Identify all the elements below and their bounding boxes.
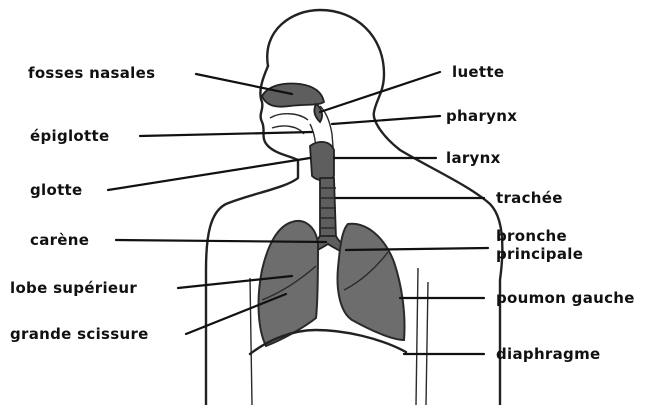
label-trachee: trachée	[496, 190, 563, 207]
label-larynx: larynx	[446, 150, 501, 167]
leader-luette	[320, 72, 440, 112]
label-carene: carène	[30, 232, 89, 249]
label-epiglotte: épiglotte	[30, 128, 109, 145]
label-glotte: glotte	[30, 182, 83, 199]
label-pharynx: pharynx	[446, 108, 517, 125]
label-diaphragme: diaphragme	[496, 346, 600, 363]
mouth-structures	[270, 104, 322, 134]
leader-pharynx	[332, 116, 440, 124]
trachea-shape	[320, 178, 336, 238]
larynx-shape	[310, 142, 334, 181]
leader-fosses-nasales	[196, 74, 292, 94]
label-poumon-gauche: poumon gauche	[496, 290, 635, 307]
leader-glotte	[108, 158, 310, 190]
left-lung	[338, 224, 405, 340]
nasal-cavity	[262, 84, 324, 107]
label-luette: luette	[452, 64, 504, 81]
right-lung	[259, 221, 318, 346]
label-bronche: bronche	[496, 228, 567, 245]
label-fosses-nasales: fosses nasales	[28, 65, 155, 82]
leader-epiglotte	[140, 132, 312, 136]
label-lobe-superieur: lobe supérieur	[10, 280, 137, 297]
label-principale: principale	[496, 246, 583, 263]
label-grande-scissure: grande scissure	[10, 326, 149, 343]
